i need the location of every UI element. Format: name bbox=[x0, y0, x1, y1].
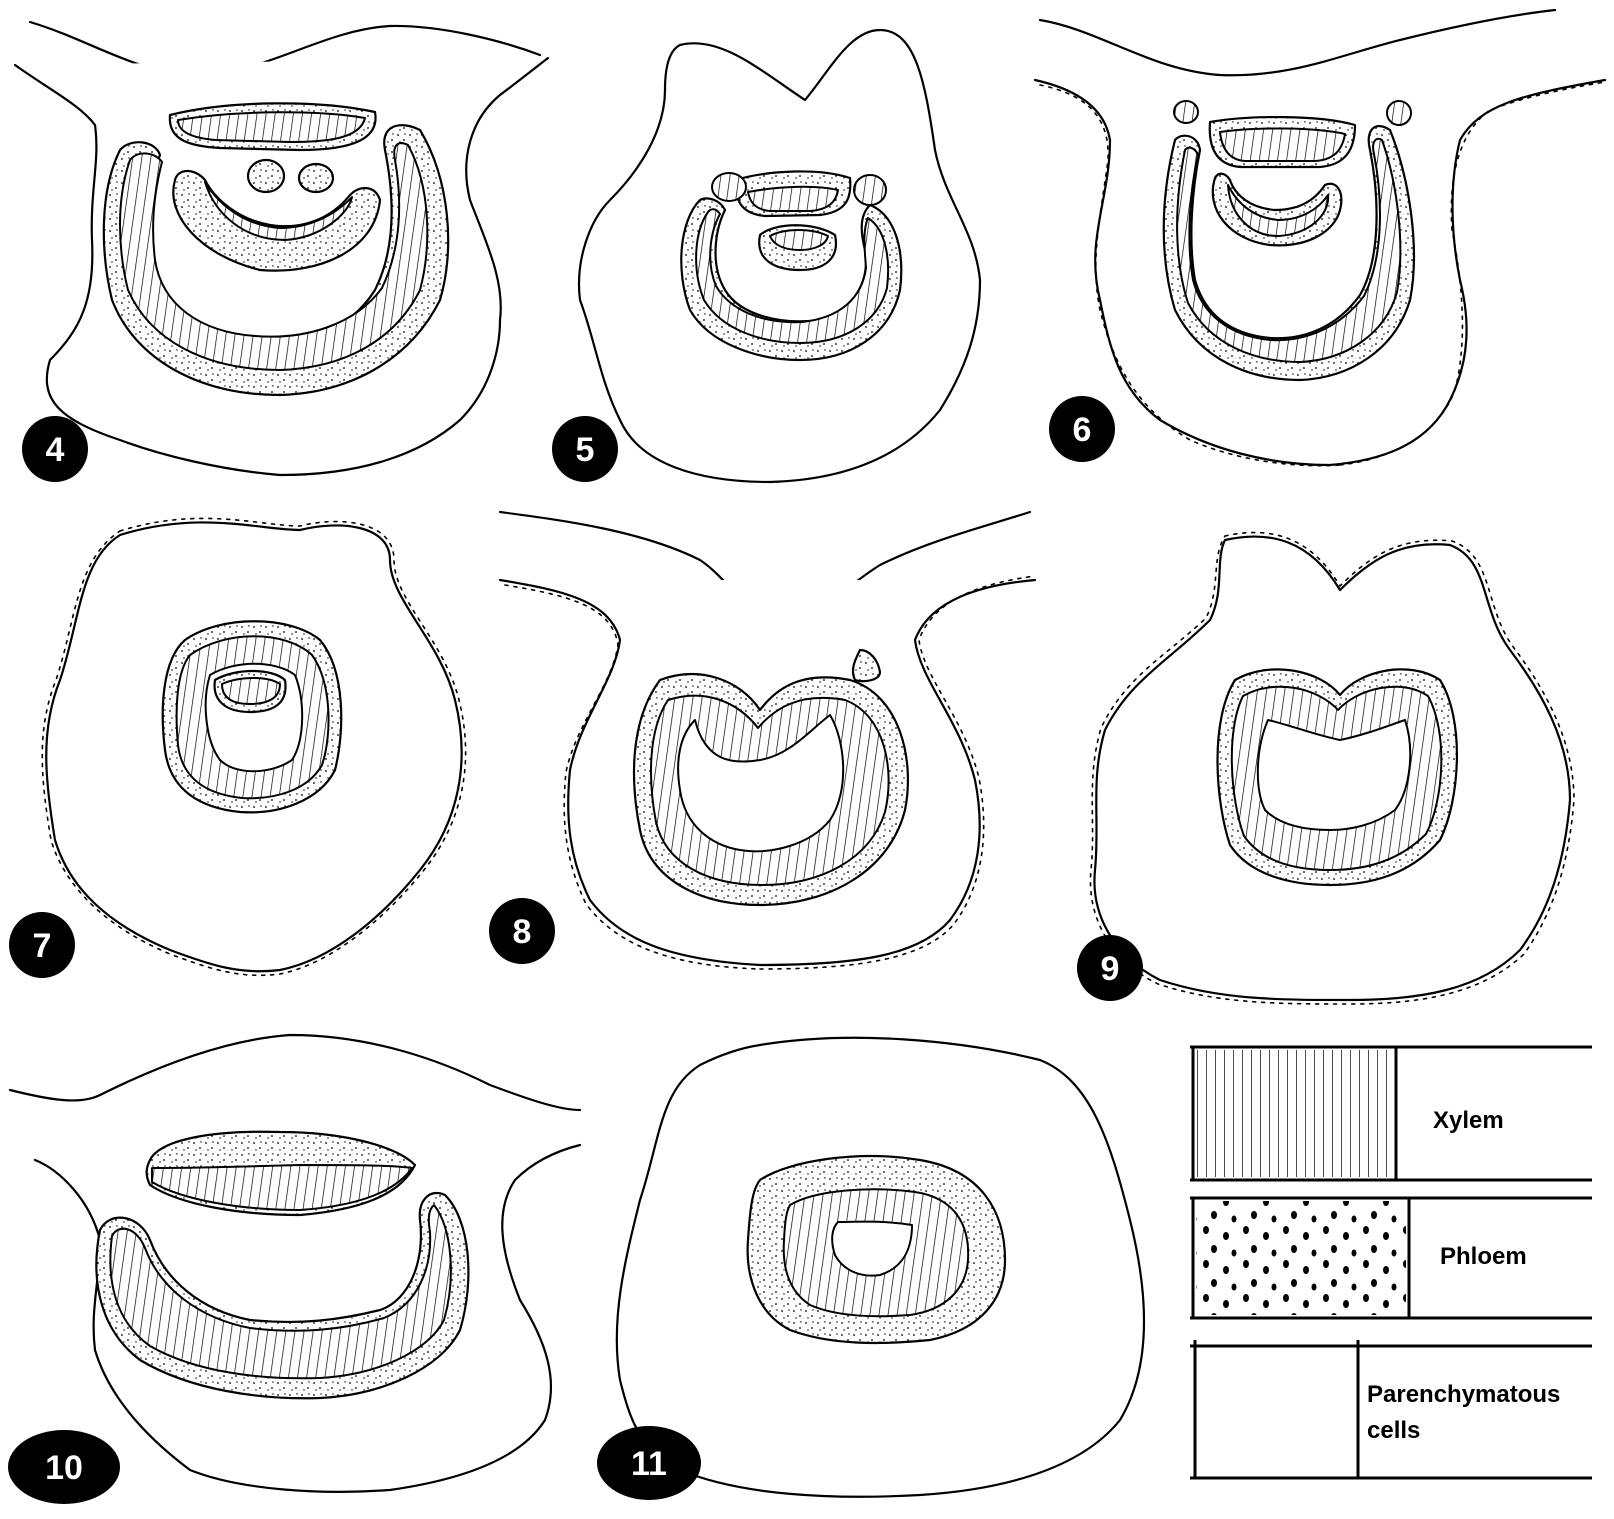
panel-4-inner-arc-xylem bbox=[204, 181, 353, 241]
legend-parenchyma-entry: Parenchymatous cells bbox=[1190, 1340, 1592, 1480]
panel-4-label: 4 bbox=[46, 431, 65, 469]
panel-7-badge: 7 bbox=[9, 912, 75, 978]
panel-11-badge: 11 bbox=[597, 1426, 701, 1500]
panel-5-main-ring-xylem bbox=[695, 208, 890, 344]
panel-5-label: 5 bbox=[576, 431, 595, 469]
legend-phloem-swatch bbox=[1196, 1201, 1406, 1315]
panel-9-trichomes bbox=[1089, 531, 1575, 1005]
panel-8-pith bbox=[677, 714, 845, 853]
legend-phloem-label: Phloem bbox=[1440, 1243, 1527, 1270]
panel-10-section bbox=[8, 1033, 582, 1493]
panel-6-trichomes-right bbox=[1339, 81, 1606, 466]
panel-10-upper-bundle-xylem bbox=[151, 1164, 413, 1211]
legend-parenchyma-label-line1: Parenchymatous bbox=[1367, 1381, 1560, 1408]
panel-10-badge: 10 bbox=[8, 1430, 120, 1504]
panel-5-upper-bundle-xylem bbox=[747, 185, 839, 212]
panel-9-badge: 9 bbox=[1077, 935, 1143, 1001]
panel-6-accessory-bundle-right bbox=[1386, 100, 1412, 126]
legend-xylem-label: Xylem bbox=[1433, 1107, 1504, 1134]
panel-8-badge: 8 bbox=[489, 898, 555, 964]
legend: Xylem Phloem Parenchymatous cells bbox=[1190, 1045, 1592, 1480]
panel-6-accessory-bundle-left bbox=[1173, 100, 1199, 124]
panel-6-section bbox=[1033, 8, 1607, 467]
panel-10-upper-margin bbox=[8, 1033, 582, 1112]
panel-4-medullary-bundle-left bbox=[246, 158, 286, 194]
panel-8-trichomes-right bbox=[759, 575, 1036, 970]
panel-5-accessory-bundle-right bbox=[853, 174, 887, 206]
panel-5-section bbox=[578, 28, 982, 484]
panel-11-pith bbox=[831, 1220, 913, 1277]
panel-8-section bbox=[498, 510, 1037, 970]
panel-8-accessory-bundle bbox=[851, 648, 882, 683]
panel-4-medullary-bundle-right bbox=[297, 162, 335, 194]
panel-7-inner-bundle-xylem bbox=[221, 677, 281, 705]
panel-6-trichomes-left bbox=[1039, 84, 1341, 467]
panel-4-upper-bundle-xylem bbox=[177, 111, 366, 143]
legend-parenchyma-swatch bbox=[1198, 1349, 1356, 1475]
legend-xylem-swatch bbox=[1196, 1050, 1393, 1177]
panel-6-upper-bundle-xylem bbox=[1219, 127, 1346, 162]
panel-4-section bbox=[13, 20, 550, 477]
panel-7-label: 7 bbox=[33, 927, 52, 965]
panel-8-label: 8 bbox=[513, 913, 532, 951]
panel-11-label: 11 bbox=[631, 1445, 667, 1483]
panel-6-badge: 6 bbox=[1049, 396, 1115, 462]
panel-5-badge: 5 bbox=[552, 416, 618, 482]
panel-7-trichomes bbox=[41, 517, 467, 977]
panel-6-label: 6 bbox=[1073, 411, 1092, 449]
legend-phloem-entry: Phloem bbox=[1190, 1196, 1592, 1320]
panel-7-section bbox=[41, 517, 467, 977]
panel-5-inner-bundle-xylem bbox=[769, 229, 829, 251]
panel-6-upper-margin bbox=[1038, 8, 1557, 77]
panel-4-main-arc-xylem bbox=[119, 142, 429, 371]
panel-10-lower-arc-xylem bbox=[109, 1204, 452, 1380]
panel-4-badge: 4 bbox=[22, 416, 88, 482]
panel-10-label: 10 bbox=[45, 1449, 83, 1487]
panel-6-main-arc-xylem bbox=[1176, 137, 1402, 363]
panel-9-section bbox=[1089, 531, 1575, 1005]
panel-4-upper-margin bbox=[28, 20, 542, 77]
panel-5-accessory-bundle-left bbox=[711, 172, 747, 202]
panel-6-inner-arc-xylem bbox=[1227, 184, 1330, 237]
panel-8-trichomes-left bbox=[504, 584, 761, 970]
panel-11-section bbox=[615, 1036, 1146, 1498]
legend-parenchyma-label-line2: cells bbox=[1367, 1417, 1420, 1444]
panel-9-label: 9 bbox=[1101, 950, 1120, 988]
legend-xylem-entry: Xylem bbox=[1190, 1045, 1592, 1182]
panel-9-pith bbox=[1256, 719, 1412, 831]
